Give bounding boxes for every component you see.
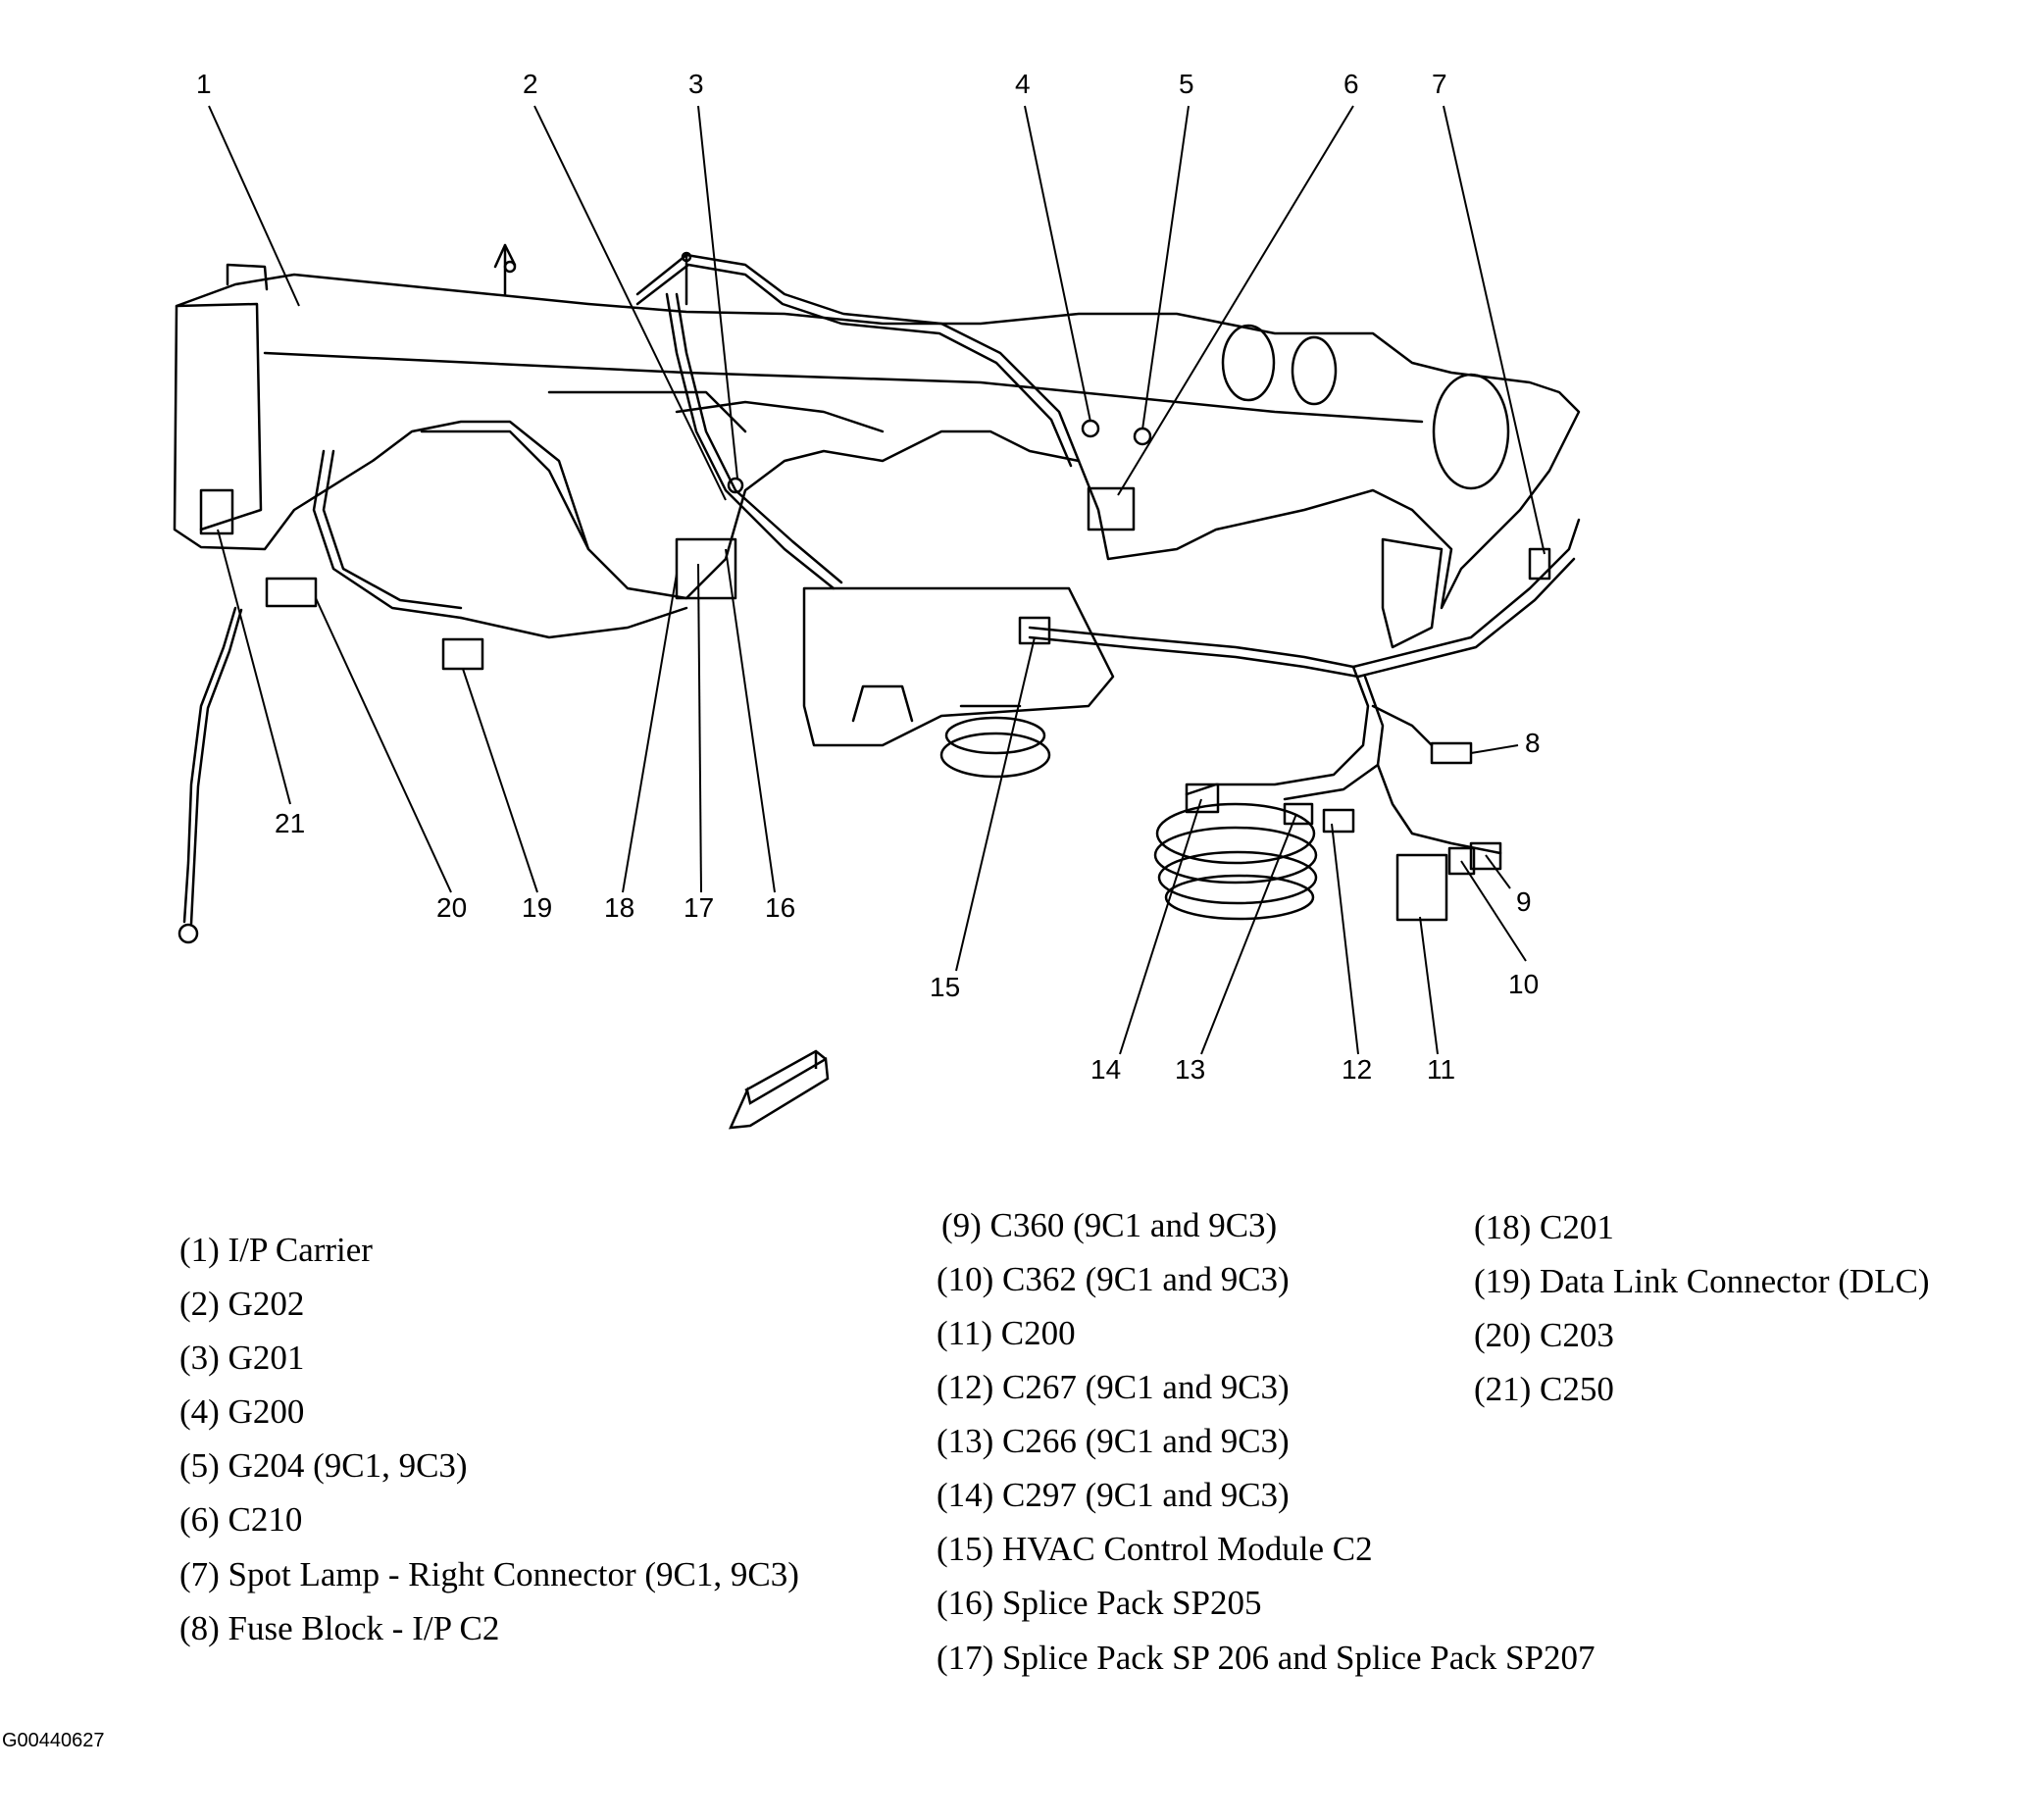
leader-lines	[208, 105, 1546, 1055]
legend-item-16: (16) Splice Pack SP205	[937, 1584, 1262, 1622]
callout-18: 18	[604, 892, 635, 923]
legend-item-5: (5) G204 (9C1, 9C3)	[179, 1446, 468, 1485]
callout-11: 11	[1427, 1054, 1456, 1085]
connector-21	[199, 488, 234, 535]
callout-15: 15	[930, 972, 961, 1002]
callout-1: 1	[196, 69, 212, 99]
legend-item-11: (11) C200	[937, 1314, 1076, 1352]
callout-5: 5	[1179, 69, 1194, 99]
legend-item-14: (14) C297 (9C1 and 9C3)	[937, 1476, 1290, 1514]
callout-16: 16	[765, 892, 796, 923]
callout-12: 12	[1342, 1054, 1373, 1085]
legend-item-21: (21) C250	[1474, 1370, 1614, 1408]
legend-item-2: (2) G202	[179, 1285, 305, 1323]
callout-6: 6	[1343, 69, 1359, 99]
connector-11	[1395, 853, 1448, 922]
callout-10: 10	[1508, 969, 1540, 999]
connector-6	[1087, 486, 1136, 531]
legend-item-20: (20) C203	[1474, 1316, 1614, 1354]
callout-21: 21	[275, 808, 306, 838]
connector-16-17-18	[675, 537, 737, 600]
pigtail-wire	[182, 606, 237, 924]
legend-item-8: (8) Fuse Block - I/P C2	[179, 1609, 500, 1647]
connector-20	[265, 577, 318, 608]
callout-20: 20	[436, 892, 468, 923]
hvac-module	[802, 586, 1115, 747]
callout-2: 2	[523, 69, 538, 99]
connector-19	[441, 637, 484, 671]
ground-g201	[727, 477, 744, 494]
callout-13: 13	[1175, 1054, 1206, 1085]
connector-13	[1283, 802, 1314, 826]
ground-g200	[1081, 419, 1100, 438]
ground-g204	[1133, 427, 1152, 446]
direction-arrow	[728, 1049, 830, 1130]
callout-7: 7	[1432, 69, 1447, 99]
figure-id: G00440627	[2, 1730, 105, 1751]
legend-item-18: (18) C201	[1474, 1208, 1614, 1246]
legend-item-10: (10) C362 (9C1 and 9C3)	[937, 1260, 1290, 1298]
legend-item-13: (13) C266 (9C1 and 9C3)	[937, 1422, 1290, 1460]
vent-opening-left	[1221, 324, 1276, 402]
callout-14: 14	[1090, 1054, 1122, 1085]
connector-9	[1469, 841, 1502, 871]
vent-opening-right	[1291, 335, 1338, 406]
connector-14	[1185, 783, 1220, 814]
callout-4: 4	[1015, 69, 1031, 99]
connector-7	[1528, 547, 1551, 581]
legend-item-1: (1) I/P Carrier	[179, 1231, 373, 1269]
ip-carrier-outline	[173, 273, 1581, 610]
connector-10	[1447, 846, 1476, 876]
connector-8	[1430, 741, 1473, 765]
legend-item-3: (3) G201	[179, 1339, 305, 1377]
legend-item-19: (19) Data Link Connector (DLC)	[1474, 1262, 1930, 1300]
legend-item-4: (4) G200	[179, 1392, 305, 1431]
callout-9: 9	[1516, 886, 1532, 917]
connector-12	[1322, 808, 1355, 834]
wiring-harness-main	[1028, 626, 1355, 669]
left-end-bracket	[226, 263, 269, 291]
legend-item-9: (9) C360 (9C1 and 9C3)	[941, 1206, 1278, 1244]
connector-15	[1018, 616, 1051, 645]
callout-3: 3	[688, 69, 704, 99]
legend-item-15: (15) HVAC Control Module C2	[937, 1530, 1373, 1568]
legend-item-12: (12) C267 (9C1 and 9C3)	[937, 1368, 1290, 1406]
callout-8: 8	[1525, 728, 1541, 758]
callout-19: 19	[522, 892, 553, 923]
legend-item-7: (7) Spot Lamp - Right Connector (9C1, 9C…	[179, 1555, 799, 1593]
callout-17: 17	[684, 892, 715, 923]
legend-item-6: (6) C210	[179, 1500, 303, 1539]
legend-item-17: (17) Splice Pack SP 206 and Splice Pack …	[937, 1639, 1596, 1677]
